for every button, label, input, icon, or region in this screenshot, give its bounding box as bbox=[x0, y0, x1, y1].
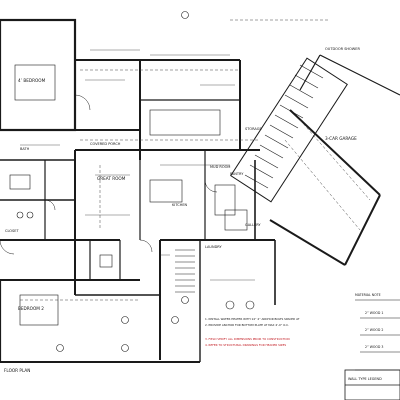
room-label-bedroom-a: 4’ BEDROOM bbox=[18, 78, 46, 83]
general-note-4: 4. REFER TO STRUCTURAL DRAWINGS FOR HEAD… bbox=[205, 343, 286, 347]
room-label-outdoor-shower: OUTDOOR SHOWER bbox=[325, 47, 360, 51]
room-label-closet: CLOSET bbox=[5, 229, 19, 233]
room-label-great-room: GREAT ROOM bbox=[97, 176, 126, 181]
walls bbox=[0, 18, 400, 363]
room-label-gallery: GALLERY bbox=[245, 223, 261, 227]
room-label-mudroom: MUD ROOM bbox=[210, 165, 230, 169]
room-label-kitchen: KITCHEN bbox=[172, 203, 188, 207]
legend-wood-2: 2” WOOD 2 bbox=[365, 328, 383, 332]
general-note-3: 3. FIELD VERIFY ALL DIMENSIONS PRIOR TO … bbox=[205, 337, 290, 341]
room-label-garage: 3-CAR GARAGE bbox=[325, 136, 357, 141]
wall-type-legend bbox=[344, 369, 400, 400]
furniture bbox=[9, 64, 255, 326]
general-note-1: 1. INSTALL WATER HEATER WITH 14” 4” ANCH… bbox=[205, 317, 300, 321]
room-label-storage: STORAGE bbox=[245, 127, 262, 131]
sheet-title-floor-plan: FLOOR PLAN bbox=[4, 368, 30, 373]
wall-type-legend-title: WALL TYPE LEGEND bbox=[348, 377, 382, 381]
dashed-lines bbox=[20, 19, 371, 301]
room-label-laundry: LAUNDRY bbox=[205, 245, 223, 249]
section-markers bbox=[56, 11, 189, 352]
legend-wood-3: 2” WOOD 3 bbox=[365, 345, 383, 349]
material-note-title: MATERIAL NOTE bbox=[355, 293, 381, 297]
room-label-pantry: PANTRY bbox=[230, 172, 244, 176]
room-label-bedroom-b: BEDROOM 2 bbox=[18, 306, 44, 311]
legend-wood-1: 2” WOOD 1 bbox=[365, 311, 383, 315]
stair-treads bbox=[175, 64, 324, 293]
room-label-covered-porch: COVERED PORCH bbox=[90, 142, 121, 146]
dimension-lines bbox=[20, 49, 255, 281]
door-swings bbox=[0, 94, 218, 255]
room-label-bath: BATH bbox=[20, 147, 30, 151]
general-note-2: 2. PROVIDE ANCHOR FOR BOTTOM PLATE AT MA… bbox=[205, 323, 289, 327]
